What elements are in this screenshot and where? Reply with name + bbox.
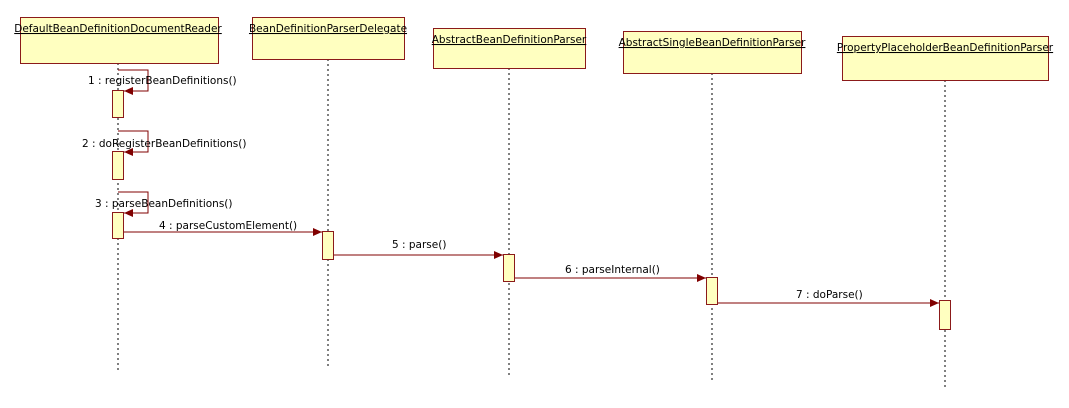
activation-bar: [503, 254, 515, 282]
self-message-line: [118, 69, 149, 92]
lifeline-property: PropertyPlaceholderBeanDefinitionParser: [837, 36, 1054, 388]
lifelines: DefaultBeanDefinitionDocumentReader BeanD…: [14, 17, 1054, 388]
activation-bar: [112, 151, 124, 180]
message-6[interactable]: 6 : parseInternal(): [515, 264, 706, 282]
arrow-head: [124, 87, 133, 95]
arrow-head: [124, 209, 133, 217]
arrow-head: [124, 148, 133, 156]
messages: 1 : registerBeanDefinitions() 2 : doRegis…: [82, 69, 951, 330]
arrow-head: [494, 251, 503, 259]
message-label: 6 : parseInternal(): [565, 264, 660, 276]
lifeline-single: AbstractSingleBeanDefinitionParser: [619, 31, 806, 380]
lifeline-header-box[interactable]: [842, 36, 1049, 81]
activation-bar: [112, 212, 124, 239]
lifeline-header-box[interactable]: [623, 31, 802, 74]
message-5[interactable]: 5 : parse(): [334, 239, 503, 259]
lifeline-header-box[interactable]: [20, 17, 219, 64]
message-2[interactable]: 2 : doRegisterBeanDefinitions(): [82, 130, 246, 156]
self-message-line: [118, 191, 149, 214]
message-label: 5 : parse(): [392, 239, 446, 251]
lifeline-abstract: AbstractBeanDefinitionParser: [432, 28, 587, 375]
lifeline-header-box[interactable]: [433, 28, 586, 69]
message-1[interactable]: 1 : registerBeanDefinitions(): [88, 69, 237, 95]
lifeline-label: AbstractBeanDefinitionParser: [432, 34, 587, 46]
arrow-head: [313, 228, 322, 236]
lifeline-label: AbstractSingleBeanDefinitionParser: [619, 37, 806, 49]
message-3[interactable]: 3 : parseBeanDefinitions(): [95, 191, 233, 217]
lifeline-label: PropertyPlaceholderBeanDefinitionParser: [837, 42, 1054, 54]
lifeline-label: BeanDefinitionParserDelegate: [249, 23, 407, 35]
activation-bar: [706, 277, 718, 305]
message-7[interactable]: 7 : doParse(): [718, 289, 939, 307]
lifeline-delegate: BeanDefinitionParserDelegate: [249, 17, 407, 368]
activation-bar: [112, 90, 124, 118]
message-label: 2 : doRegisterBeanDefinitions(): [82, 138, 246, 150]
lifeline-label: DefaultBeanDefinitionDocumentReader: [14, 23, 222, 35]
lifeline-header-box[interactable]: [252, 17, 405, 60]
message-4[interactable]: 4 : parseCustomElement(): [124, 220, 322, 236]
arrow-head: [697, 274, 706, 282]
activation-bar: [939, 300, 951, 330]
message-label: 3 : parseBeanDefinitions(): [95, 198, 233, 210]
lifeline-reader: DefaultBeanDefinitionDocumentReader: [14, 17, 222, 372]
message-label: 7 : doParse(): [796, 289, 863, 301]
activation-bar: [322, 231, 334, 260]
self-message-line: [118, 130, 149, 153]
message-label: 4 : parseCustomElement(): [159, 220, 297, 232]
arrow-head: [930, 299, 939, 307]
message-label: 1 : registerBeanDefinitions(): [88, 75, 237, 87]
